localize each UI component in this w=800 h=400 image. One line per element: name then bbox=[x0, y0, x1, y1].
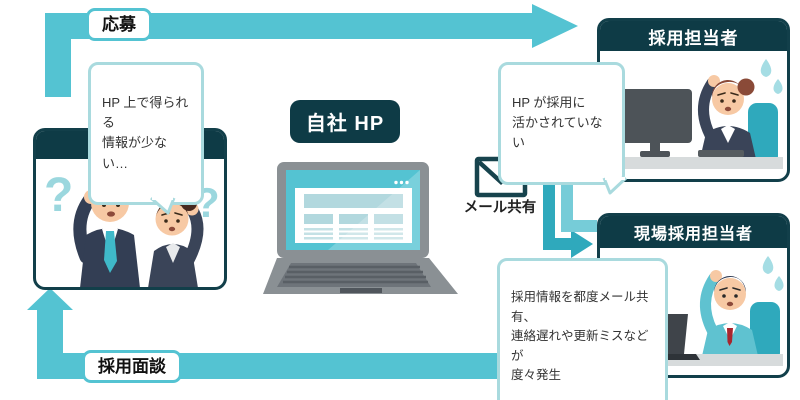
recruiter-speech-bubble: HP が採用に 活かされていない bbox=[498, 62, 628, 195]
page-text-lines bbox=[304, 228, 403, 240]
sweat-drops-icon bbox=[762, 256, 784, 291]
laptop-trackpad bbox=[340, 288, 382, 293]
office-chair bbox=[748, 103, 778, 165]
applicant-speech-bubble: HP 上で得られる 情報が少ない… bbox=[88, 62, 204, 215]
field-recruiter-box-title: 現場採用担当者 bbox=[600, 216, 787, 248]
screen-reflection bbox=[328, 170, 420, 250]
field-recruiter-man bbox=[700, 270, 758, 356]
page-columns bbox=[304, 214, 403, 224]
sweat-drops-icon bbox=[760, 59, 783, 94]
bubble-tail bbox=[602, 176, 628, 195]
interview-arrow-label: 採用面談 bbox=[82, 350, 182, 384]
desk bbox=[604, 157, 783, 169]
keyboard bbox=[698, 150, 744, 157]
recruiter-bubble-text: HP が採用に 活かされていない bbox=[512, 95, 603, 151]
keyboard-rows bbox=[283, 265, 428, 284]
recruiter-box-title: 採用担当者 bbox=[600, 21, 787, 51]
mail-share-label: メール共有 bbox=[463, 200, 537, 216]
laptop-illustration bbox=[263, 162, 458, 294]
page-banner bbox=[304, 194, 403, 208]
recruiter-box: 採用担当者 bbox=[597, 18, 790, 182]
office-chair bbox=[750, 302, 780, 362]
browser-window bbox=[295, 170, 420, 250]
field-recruiter-speech-bubble: 採用情報を都度メール共有、 連絡遅れや更新ミスなどが 度々発生 bbox=[497, 258, 668, 400]
application-arrow-label: 応募 bbox=[86, 8, 152, 42]
field-recruiter-bubble-text: 採用情報を都度メール共有、 連絡遅れや更新ミスなどが 度々発生 bbox=[511, 290, 649, 382]
applicant-woman bbox=[148, 195, 204, 287]
recruiter-woman bbox=[698, 75, 756, 159]
application-flow-arrow bbox=[45, 4, 578, 97]
recruiter-illustration bbox=[604, 59, 783, 169]
company-hp-label: 自社 HP bbox=[290, 100, 400, 143]
question-mark-icon: ? bbox=[44, 169, 73, 222]
browser-dots bbox=[394, 180, 409, 185]
desktop-monitor bbox=[618, 89, 692, 143]
bubble-tail bbox=[150, 196, 176, 215]
applicant-bubble-text: HP 上で得られる 情報が少ない… bbox=[102, 95, 189, 171]
